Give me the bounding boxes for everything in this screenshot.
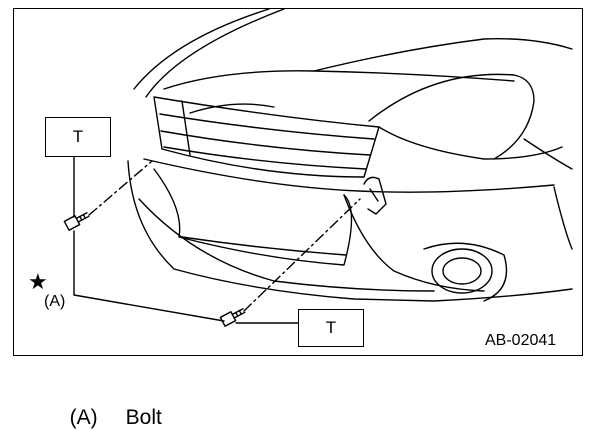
front-bumper-illustration	[63, 9, 573, 327]
diagram-frame: T T ★ (A) AB-02041	[13, 8, 583, 356]
callout-label: (A)	[44, 293, 66, 310]
bolt-lower	[219, 308, 246, 327]
alignment-line-lower	[243, 198, 361, 312]
alignment-line-upper	[88, 160, 153, 216]
legend: (A) Bolt	[58, 382, 162, 430]
callout-line	[73, 230, 225, 322]
legend-label: Bolt	[125, 406, 162, 429]
fog-lamp	[431, 248, 493, 294]
legend-key: (A)	[69, 406, 98, 429]
bumper-outline	[127, 160, 573, 302]
figure-code: AB-02041	[485, 332, 557, 349]
grille	[153, 96, 380, 178]
clip-bracket	[363, 176, 387, 215]
torque-label-lower: T	[298, 309, 364, 347]
hood-outline	[133, 9, 270, 90]
bolt-upper-left	[63, 212, 90, 231]
star-icon: ★	[28, 269, 48, 294]
torque-label-upper: T	[45, 117, 111, 157]
